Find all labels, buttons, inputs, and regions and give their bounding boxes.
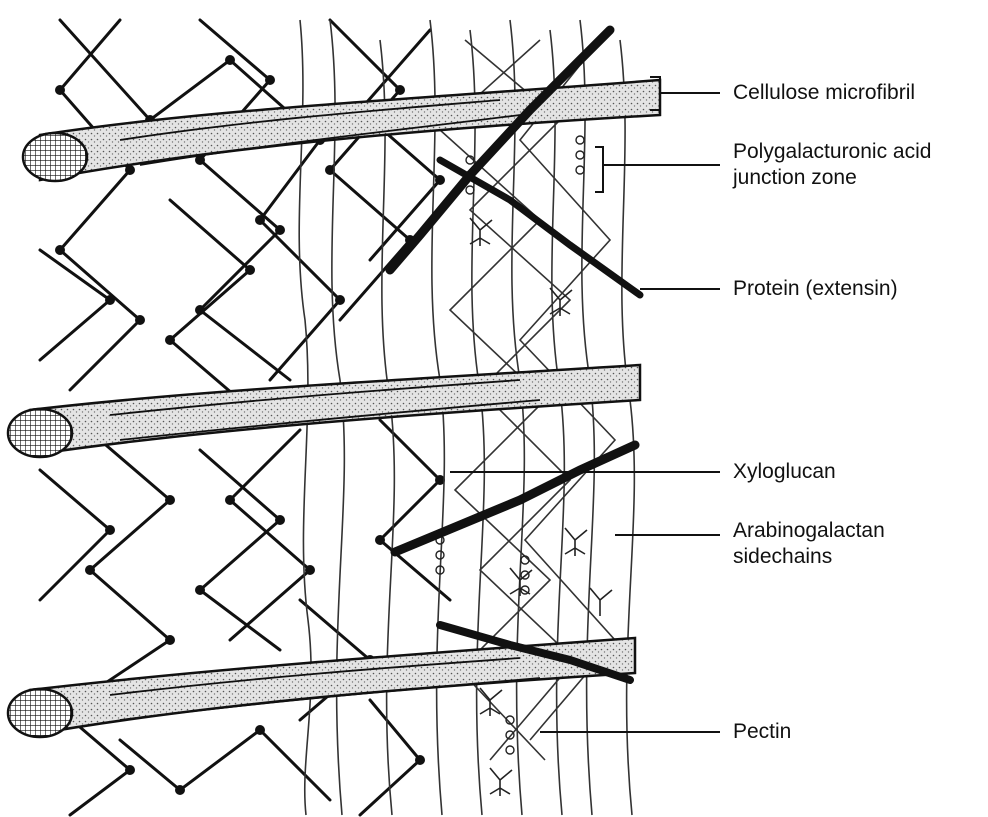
label-polygalacturonic-acid: Polygalacturonic acid bbox=[733, 139, 931, 164]
arabinogalactan-sidechains bbox=[470, 218, 612, 796]
label-arabinogalactan: Arabinogalactan bbox=[733, 518, 885, 543]
cellulose-microfibril-middle bbox=[8, 365, 640, 457]
label-protein-extensin: Protein (extensin) bbox=[733, 276, 898, 301]
label-junction-zone: junction zone bbox=[733, 165, 857, 190]
label-cellulose-microfibril: Cellulose microfibril bbox=[733, 80, 915, 105]
label-xyloglucan: Xyloglucan bbox=[733, 459, 836, 484]
label-pectin: Pectin bbox=[733, 719, 791, 744]
label-sidechains: sidechains bbox=[733, 544, 832, 569]
cellulose-microfibril-top bbox=[23, 80, 660, 181]
